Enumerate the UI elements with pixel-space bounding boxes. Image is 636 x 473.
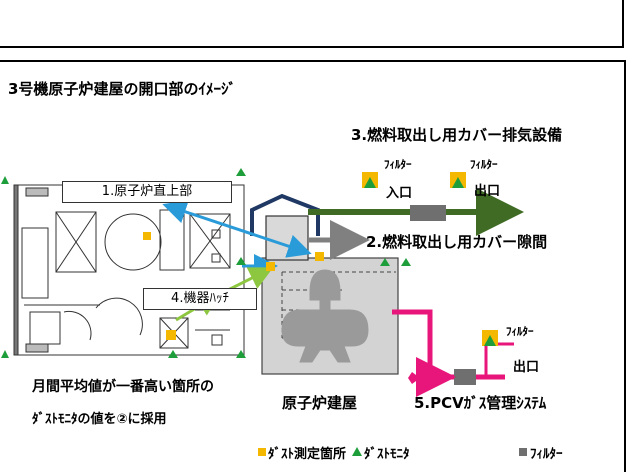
exhaust-facility-label: 3.燃料取出し用カバー排気設備	[351, 126, 563, 144]
legend-dust-monitor-swatch	[352, 447, 362, 456]
floor-plan	[13, 184, 245, 356]
outlet-top-label: 出口	[474, 184, 501, 199]
filter-markers	[362, 172, 498, 346]
note-line-1: 月間平均値が一番高い箇所の	[32, 379, 214, 395]
filter-label-top-right: ﾌｨﾙﾀｰ	[470, 158, 498, 171]
legend-dust-point-label: ﾀﾞｽﾄ測定箇所	[268, 447, 347, 462]
cover-gap-label: 2.燃料取出し用カバー隙間	[366, 233, 548, 251]
legend-filter-label: ﾌｨﾙﾀｰ	[530, 447, 563, 462]
pcv-gas-label: 5.PCVｶﾞｽ管理ｼｽﾃﾑ	[414, 394, 547, 412]
outlet-bottom-label: 出口	[513, 360, 540, 375]
main-frame	[0, 60, 626, 472]
top-frame	[0, 0, 624, 48]
legend-dust-point-swatch	[258, 448, 266, 456]
reactor-building-label: 原子炉建屋	[282, 394, 358, 412]
legend-dust-monitor-label: ﾀﾞｽﾄﾓﾆﾀ	[364, 447, 410, 462]
exhaust-line	[308, 188, 524, 236]
note-line-2: ﾀﾞｽﾄﾓﾆﾀの値を②に採用	[32, 412, 167, 427]
reactor-building	[250, 193, 399, 375]
blue-arrow	[162, 200, 312, 258]
legend-filter-swatch	[519, 448, 527, 456]
equipment-hatch-label: 4.機器ﾊｯﾁ	[143, 288, 257, 310]
pcv-filter	[454, 369, 476, 385]
inlet-label: 入口	[386, 186, 413, 201]
filter-label-bottom: ﾌｨﾙﾀｰ	[506, 325, 534, 338]
diagram-heading: 3号機原子炉建屋の開口部のｲﾒｰｼﾞ	[8, 80, 236, 98]
dust-monitors	[1, 168, 411, 358]
pcv-line	[392, 309, 454, 380]
dust-points	[143, 232, 324, 340]
reactor-top-label: 1.原子炉直上部	[62, 181, 232, 203]
filter-label-top-left: ﾌｨﾙﾀｰ	[384, 158, 412, 171]
